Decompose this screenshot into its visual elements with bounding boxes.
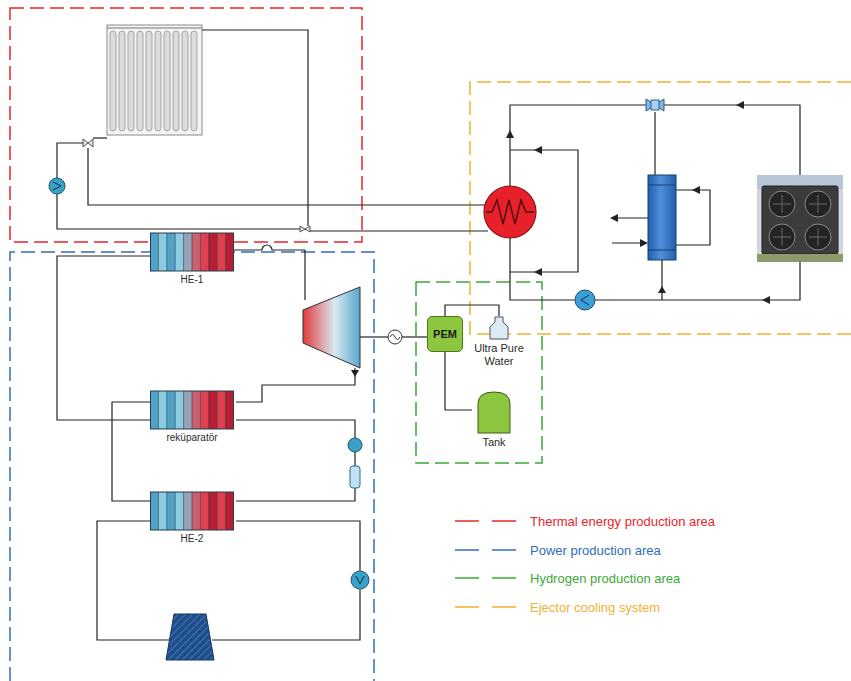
legend-text: Ejector cooling system [530,599,660,617]
heat-exchanger-bar [150,491,234,531]
legend-row: Power production area [455,541,661,559]
node-label: Tank [472,436,516,449]
legend-row: Thermal energy production area [455,512,715,530]
legend-sample [455,515,517,527]
heat-exchanger-bar [150,232,234,272]
legend-row: Hydrogen production area [455,569,680,587]
legend-sample [455,544,517,556]
generator [388,330,402,344]
pumps [49,178,595,589]
solar-collector [107,25,202,135]
filter [350,466,360,488]
bottle-symbol [487,316,511,340]
hydrogen-tank: Tank [472,390,516,449]
legend-sample [455,572,517,584]
cooling-tower [166,614,214,660]
evaporator-column [648,175,676,260]
arrowheads [351,101,770,377]
electrolyzer-box: PEM [427,316,463,352]
heat-exchanger: HE-2 [150,491,234,545]
pipe-connector [112,402,150,501]
node-label: reküparatör [150,432,234,444]
valves [83,139,310,232]
recuperator: reküparatör [150,390,234,444]
air-cooled-condenser [757,175,843,262]
water-bottle: Ultra Pure Water [466,316,532,367]
legend-text: Hydrogen production area [530,570,680,588]
heat-exchanger-bar [150,390,234,430]
legend-row: Ejector cooling system [455,598,660,616]
node-label: PEM [433,328,457,341]
pipe-connector [445,352,472,410]
turbine [303,287,360,368]
pipes [57,30,800,640]
legend-sample [455,601,517,613]
pipe-connector [445,305,499,316]
heat-exchanger: HE-1 [150,232,234,286]
pipe-connector [57,256,150,420]
ejector [646,99,664,111]
node-label: HE-1 [150,274,234,286]
legend-text: Thermal energy production area [530,513,715,531]
generator-heat-exchanger [484,186,536,238]
tank-symbol [476,390,512,434]
node-label: Ultra Pure Water [466,342,532,367]
legend-text: Power production area [530,542,661,560]
node-label: HE-2 [150,533,234,545]
region-borders [10,8,851,681]
